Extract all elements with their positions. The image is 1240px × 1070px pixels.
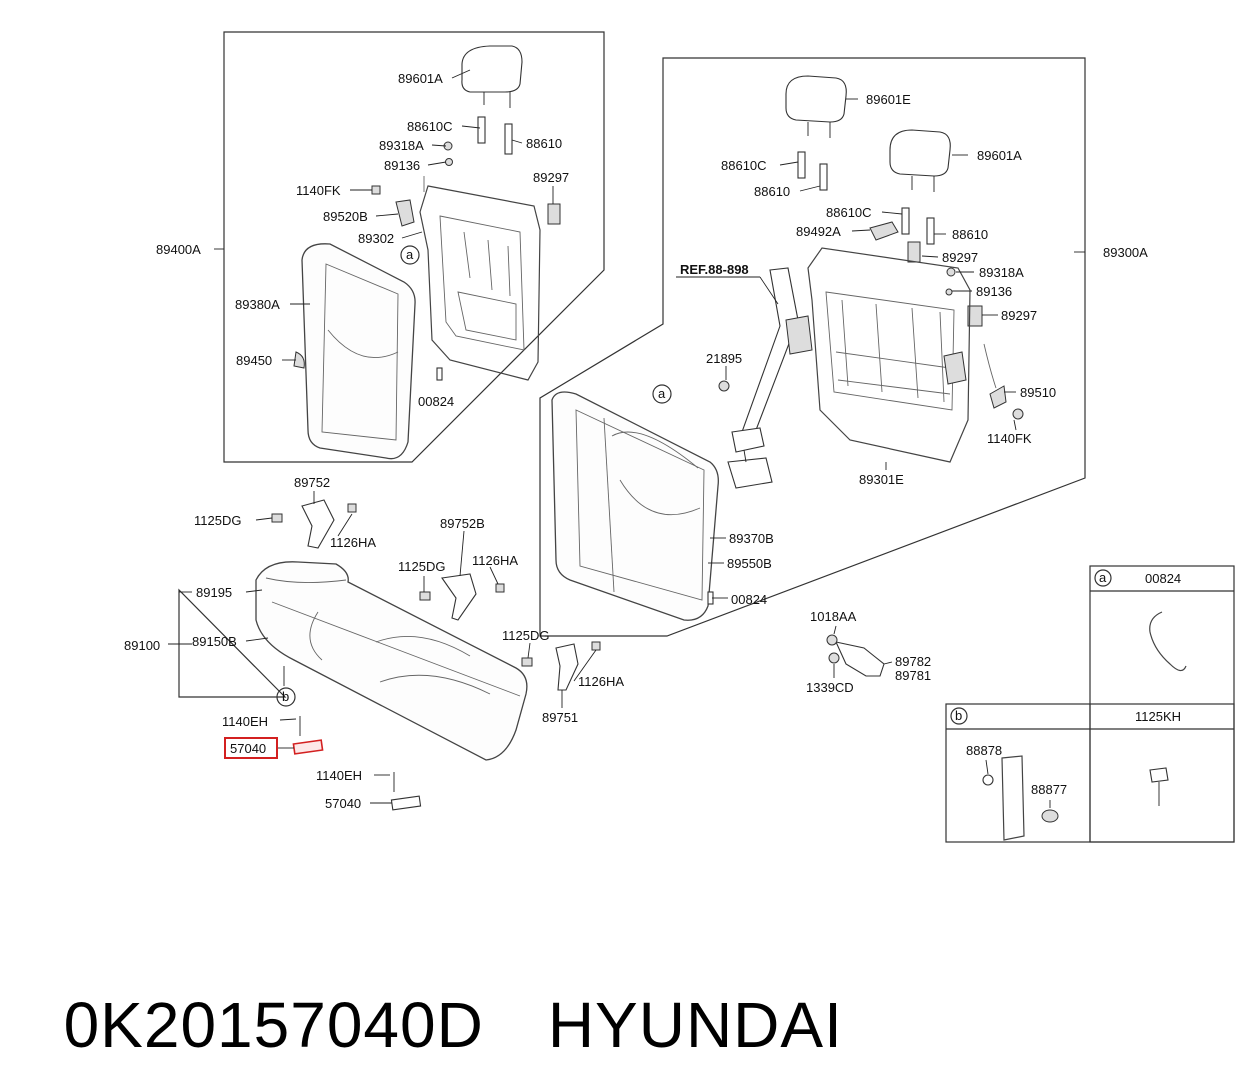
leader-lines [168,69,1085,808]
label-left-9: 89380A [235,297,280,312]
label-cushion-assembly: 89100 [124,638,160,653]
right-headrest-1 [785,75,847,138]
label-cushion-9: 1126HA [578,674,624,689]
legend-b-part: 1125KH [1135,709,1181,724]
label-cushion-13: 1140EH [316,768,362,783]
brand-name: HYUNDAI [547,989,843,1061]
highlight-frame [224,737,278,759]
label-cushion-10: 89751 [542,710,578,725]
label-right-assembly: 89300A [1103,245,1148,260]
right-group-outline [539,57,1086,637]
label-right-16: 89550B [727,556,772,571]
label-right-1: 88610C [721,158,767,173]
label-bracket-2: 89781 [895,668,931,683]
legend-b-label-1: 88877 [1031,782,1067,797]
label-cushion-6: 89195 [196,585,232,600]
label-left-5: 89297 [533,170,569,185]
legend-box [945,565,1235,843]
label-right-13: 1140FK [987,431,1032,446]
left-guides [443,116,561,225]
label-left-8: 89302 [358,231,394,246]
label-right-11: 21895 [706,351,742,366]
left-headrest [461,45,523,108]
legend-b-label-0: 88878 [966,743,1002,758]
label-right-7: 89297 [942,250,978,265]
label-cushion-2: 1126HA [330,535,376,550]
label-right-ref: REF.88-898 [680,262,749,277]
left-back-cushion [293,243,443,460]
callout-cushion: b [282,689,289,704]
legend-a-part: 00824 [1145,571,1181,586]
label-cushion-8: 1125DG [502,628,549,643]
label-cushion-12-highlighted: 57040 [230,741,266,756]
side-bracket-1018AA [826,634,885,677]
legend-callout-circle-b [950,707,968,725]
right-back-cushion [551,391,719,621]
label-right-4: 88610C [826,205,872,220]
label-right-15: 89370B [729,531,774,546]
right-back-frame [807,247,971,463]
label-bracket-0: 1018AA [810,609,857,624]
parts-diagram: 89400A 89601A 88610C 89318A 88610 89136 … [124,31,1235,843]
label-left-0: 89601A [398,71,443,86]
seat-belt [727,267,813,489]
label-right-8: 89318A [979,265,1024,280]
label-left-1: 88610C [407,119,453,134]
label-left-10: 89450 [236,353,272,368]
part-caption: 0K20157040D HYUNDAI [26,890,843,1061]
label-cushion-11: 1140EH [222,714,268,729]
diagram-labels: 89400A 89601A 88610C 89318A 88610 89136 … [124,71,1181,811]
seat-cushion [255,561,528,761]
callout-circle-right [652,384,672,404]
label-cushion-4: 1125DG [398,559,445,574]
label-right-0: 89601E [866,92,911,107]
label-cushion-3: 89752B [440,516,485,531]
right-headrest-2 [889,129,951,192]
label-right-14: 89301E [859,472,904,487]
label-right-17: 00824 [731,592,767,607]
label-bracket-3: 1339CD [806,680,854,695]
legend-a-letter: a [1099,570,1107,585]
cushion-clips [292,716,422,811]
label-cushion-5: 1126HA [472,553,518,568]
label-right-3: 89601A [977,148,1022,163]
hinge-brackets [271,499,601,691]
label-left-6: 1140FK [296,183,341,198]
label-left-4: 89136 [384,158,420,173]
label-left-11: 00824 [418,394,454,409]
label-right-12: 89510 [1020,385,1056,400]
label-cushion-1: 1125DG [194,513,241,528]
label-bracket-1: 89782 [895,654,931,669]
legend-b-letter: b [955,708,962,723]
callout-circle-left [400,245,420,265]
part-number: 0K20157040D [63,989,484,1061]
callout-left: a [406,247,414,262]
label-left-assembly: 89400A [156,242,201,257]
label-right-9: 89136 [976,284,1012,299]
callout-right: a [658,386,666,401]
label-right-2: 88610 [754,184,790,199]
label-cushion-0: 89752 [294,475,330,490]
label-left-2: 89318A [379,138,424,153]
label-left-3: 88610 [526,136,562,151]
legend-callout-circle-a [1094,569,1112,587]
label-cushion-7: 89150B [192,634,237,649]
callout-circle-cushion [276,687,296,707]
left-back-frame [371,176,541,381]
label-right-10: 89297 [1001,308,1037,323]
left-group-outline [223,31,605,463]
cushion-bracket-outline [178,588,287,698]
right-small-parts [718,151,1024,420]
label-cushion-14: 57040 [325,796,361,811]
label-right-5: 89492A [796,224,841,239]
label-right-6: 88610 [952,227,988,242]
label-left-7: 89520B [323,209,368,224]
